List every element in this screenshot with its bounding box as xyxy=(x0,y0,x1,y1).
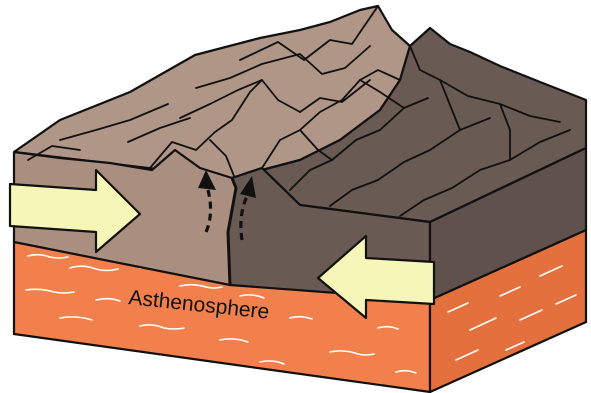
convergent-boundary-diagram: Asthenosphere xyxy=(0,0,591,393)
block-diagram-svg: Asthenosphere xyxy=(0,0,591,393)
